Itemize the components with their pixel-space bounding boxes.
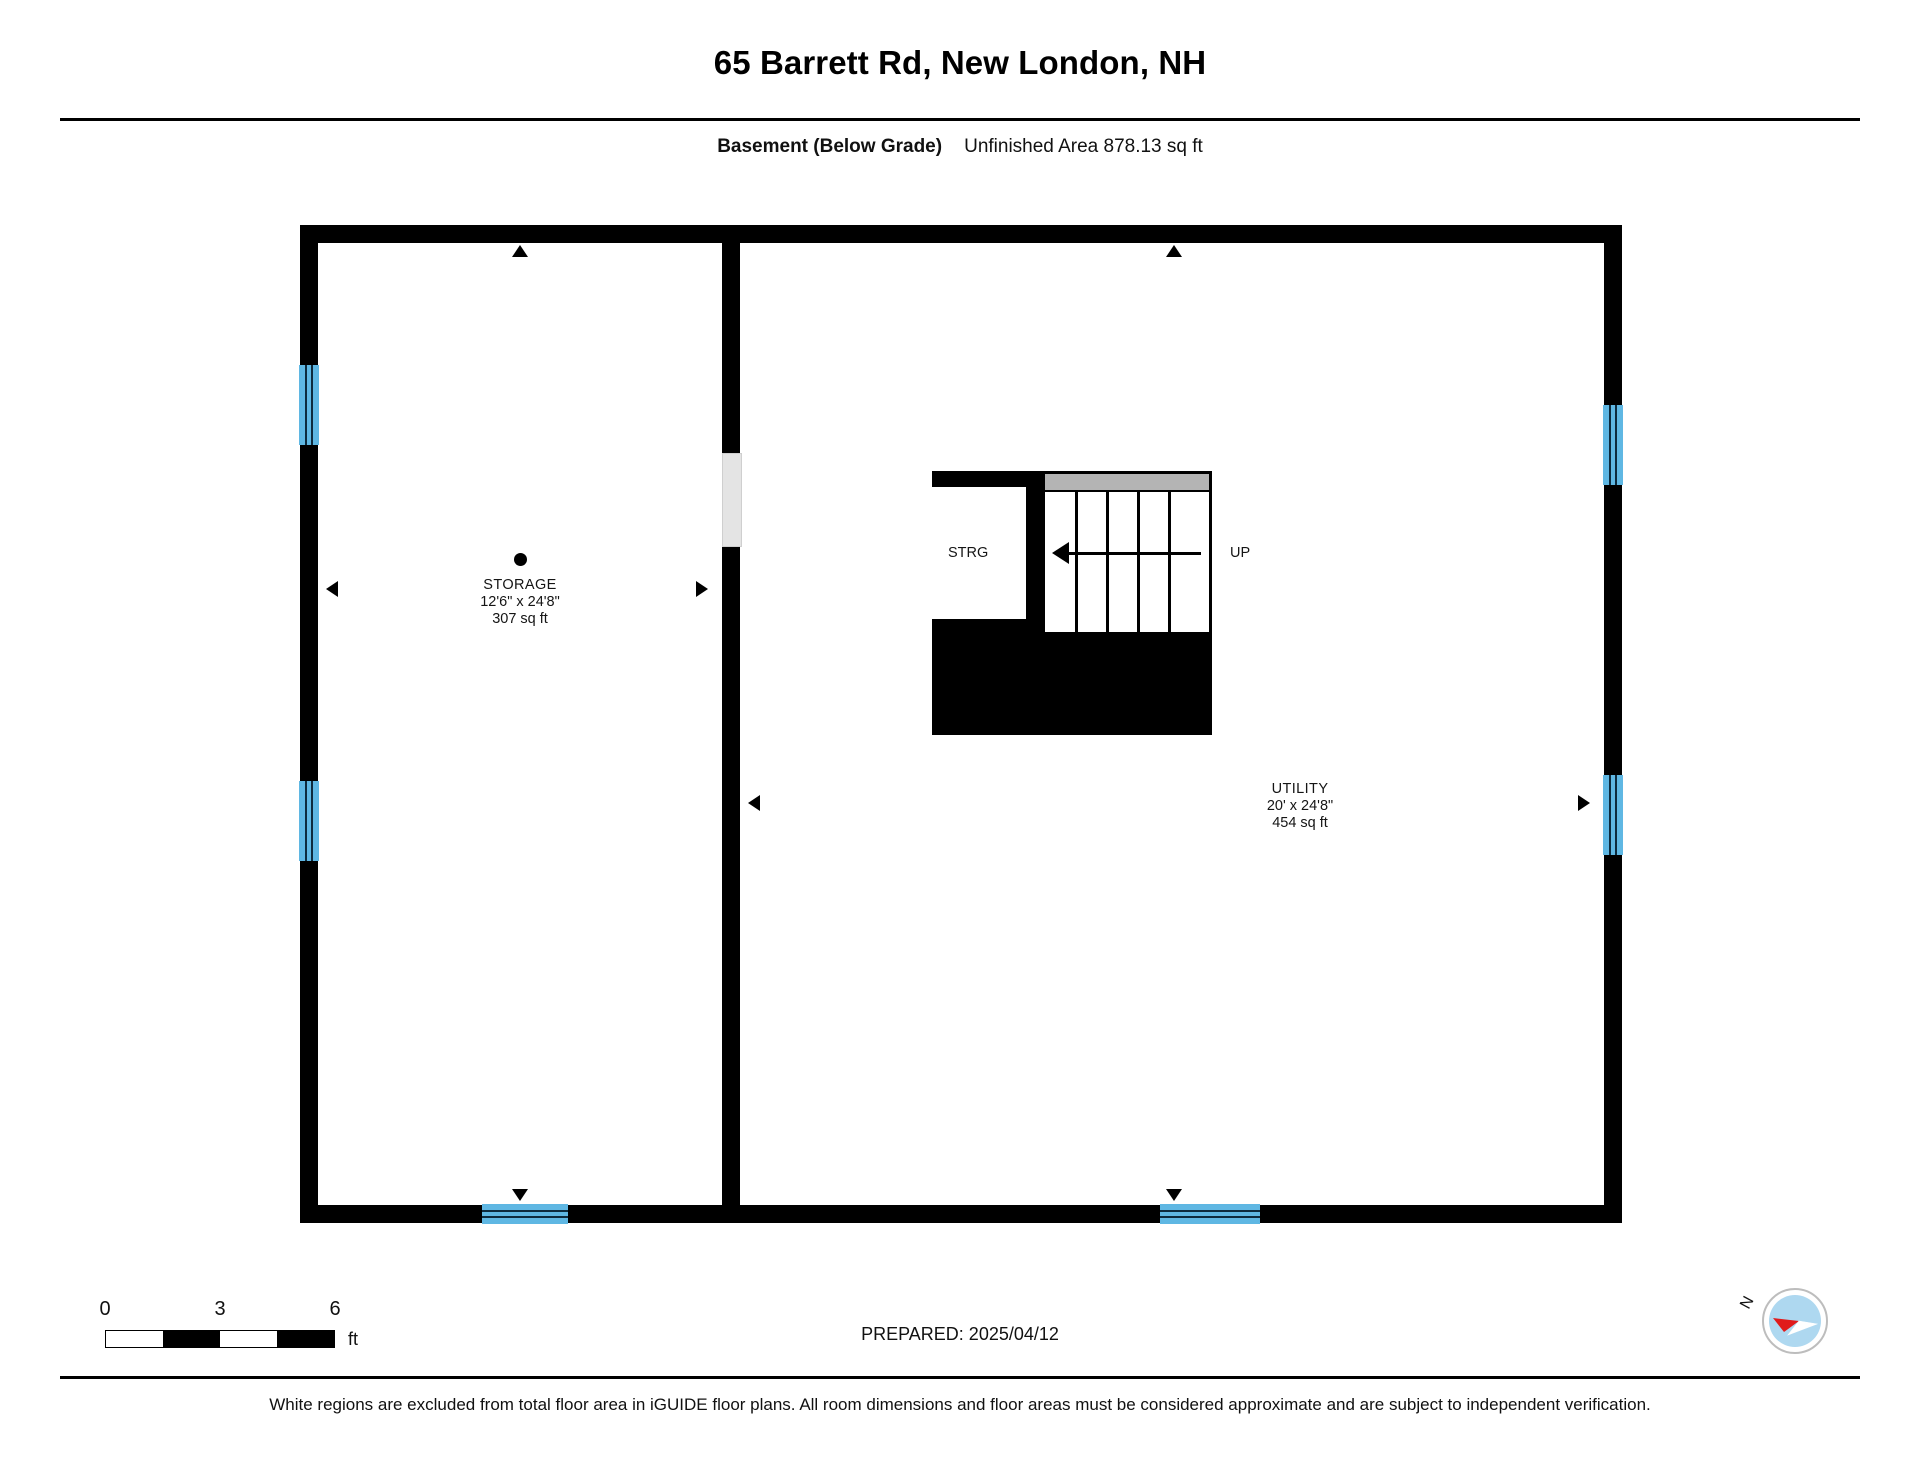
floor-summary: Basement (Below Grade) Unfinished Area 87… <box>0 136 1920 158</box>
stair-landing <box>1045 474 1209 492</box>
storage-center-dot <box>514 553 527 566</box>
storage-dim-tick-top <box>512 245 528 257</box>
utility-dim-tick-left <box>748 795 760 811</box>
scale-tick-6: 6 <box>329 1298 341 1320</box>
floor-level-label: Basement (Below Grade) <box>717 136 943 157</box>
storage-room-area: 307 sq ft <box>492 611 548 627</box>
utility-dim-tick-top <box>1166 245 1182 257</box>
wall-exterior-top <box>300 225 1622 243</box>
scale-tick-3: 3 <box>214 1298 226 1320</box>
scale-segment <box>220 1331 277 1347</box>
window-bottom-right <box>1160 1204 1260 1224</box>
scale-segment <box>277 1331 334 1347</box>
wall-exterior-left <box>300 225 318 1223</box>
storage-dim-tick-bottom <box>512 1189 528 1201</box>
prepared-date: PREPARED: 2025/04/12 <box>861 1324 1059 1344</box>
scale-bar <box>105 1330 335 1348</box>
utility-room-dimensions: 20' x 24'8" <box>1266 798 1334 814</box>
mechanical-equipment-inner <box>948 649 1148 721</box>
wall-exterior-bottom <box>300 1205 1622 1223</box>
stairs-up-label: UP <box>1230 545 1251 561</box>
window-bottom-left <box>482 1204 568 1224</box>
utility-dim-tick-right <box>1578 795 1590 811</box>
window-left-lower <box>299 781 319 861</box>
storage-dim-tick-left <box>326 581 338 597</box>
window-right-lower <box>1603 775 1623 855</box>
scale-segment <box>163 1331 220 1347</box>
page-title: 65 Barrett Rd, New London, NH <box>713 44 1207 81</box>
storage-room-fill <box>318 243 722 1205</box>
stair-direction-line <box>1065 552 1201 555</box>
utility-room-label: UTILITY 20' x 24'8" 454 sq ft <box>1200 781 1400 832</box>
storage-closet-label: STRG <box>948 545 989 561</box>
disclaimer-text: White regions are excluded from total fl… <box>269 1395 1651 1414</box>
stair-direction-arrow-icon <box>1052 542 1069 564</box>
scale-tick-0: 0 <box>99 1298 111 1320</box>
window-right-upper <box>1603 405 1623 485</box>
closet-wall-top <box>932 471 1042 487</box>
compass-icon <box>1762 1288 1828 1354</box>
footer-divider <box>60 1376 1860 1379</box>
utility-dim-tick-bottom <box>1166 1189 1182 1201</box>
floor-area-label: Unfinished Area 878.13 sq ft <box>964 136 1203 157</box>
wall-interior-partition <box>722 225 740 1223</box>
storage-room-dimensions: 12'6" x 24'8" <box>480 594 560 610</box>
compass-needle-icon <box>1773 1318 1819 1336</box>
storage-room-label: STORAGE 12'6" x 24'8" 307 sq ft <box>420 577 620 628</box>
utility-room-name: UTILITY <box>1271 781 1329 797</box>
compass-north-label: N <box>1737 1293 1758 1312</box>
utility-room-area: 454 sq ft <box>1272 815 1328 831</box>
scale-unit-label: ft <box>348 1329 359 1349</box>
title-divider <box>60 118 1860 121</box>
closet-wall-right <box>1026 471 1042 635</box>
window-left-upper <box>299 365 319 445</box>
doorway-opening-partition <box>722 453 742 547</box>
scale-segment <box>106 1331 163 1347</box>
storage-room-name: STORAGE <box>483 577 557 593</box>
storage-dim-tick-right <box>696 581 708 597</box>
floor-plan-canvas: STORAGE 12'6" x 24'8" 307 sq ft UTILITY … <box>299 225 1640 1235</box>
wall-exterior-right <box>1604 225 1622 1223</box>
